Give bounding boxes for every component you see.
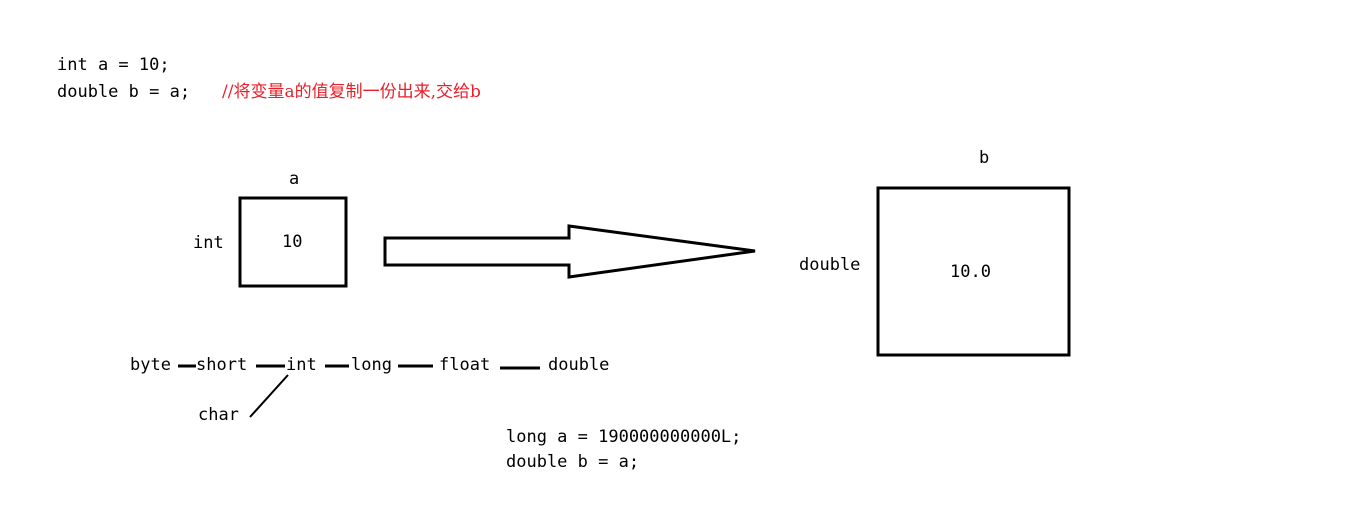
- code-line-long-a: long a = 190000000000L;: [506, 427, 742, 447]
- variable-b-box: [876, 186, 1071, 357]
- code-line-double-b: double b = a;: [57, 82, 191, 102]
- variable-a-box: [238, 196, 348, 288]
- variable-a-type: int: [193, 233, 224, 253]
- type-long: long: [351, 355, 392, 375]
- type-byte: byte: [130, 355, 171, 375]
- variable-a-label: a: [289, 169, 300, 189]
- connector-char-int: [249, 374, 289, 418]
- variable-b-value: 10.0: [950, 262, 991, 282]
- code-comment: //将变量a的值复制一份出来,交给b: [222, 82, 481, 102]
- type-char: char: [198, 405, 239, 425]
- type-double: double: [548, 355, 610, 375]
- variable-a-value: 10: [282, 232, 303, 252]
- variable-b-type: double: [799, 255, 861, 275]
- type-short: short: [196, 355, 248, 375]
- code-line-int-a: int a = 10;: [57, 55, 170, 75]
- type-float: float: [439, 355, 491, 375]
- variable-b-label: b: [979, 148, 990, 168]
- code-line-double-b-2: double b = a;: [506, 452, 640, 472]
- copy-arrow: [383, 224, 756, 279]
- type-int: int: [286, 355, 317, 375]
